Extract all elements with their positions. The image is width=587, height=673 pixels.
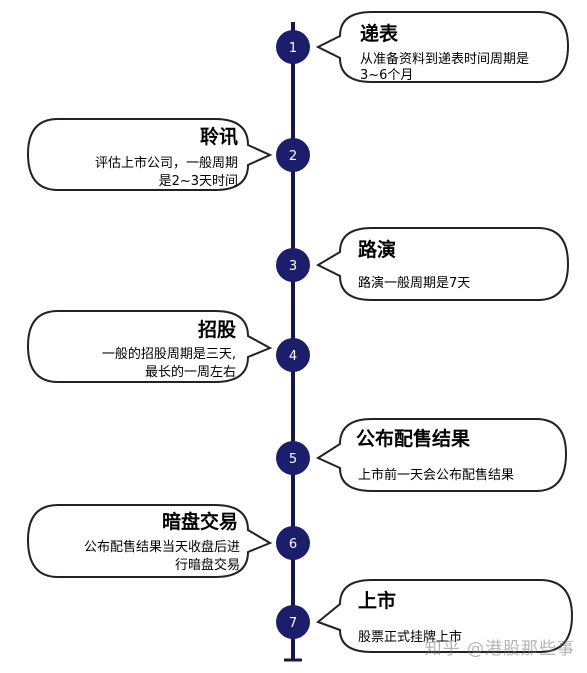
- timeline-step-3: 路演 路演一般周期是7天 3: [276, 227, 570, 301]
- callout-bubble-2: [26, 118, 273, 191]
- step-desc-1-line-1: 从准备资料到递表时间周期是: [360, 51, 529, 67]
- callout-bubble-1: [315, 11, 570, 83]
- callout-bubble-6: [26, 504, 273, 578]
- callout-bubble-5: [315, 418, 568, 492]
- step-desc-3-line-1: 路演一般周期是7天: [358, 275, 470, 291]
- timeline-step-2: 聆讯 评估上市公司，一般周期 是2~3天时间 2: [26, 118, 310, 191]
- step-desc-5-line-1: 上市前一天会公布配售结果: [358, 467, 514, 483]
- callout-bubble-4: [26, 310, 273, 383]
- step-title-6: 暗盘交易: [162, 510, 238, 533]
- step-number-2: 2: [289, 149, 297, 164]
- timeline-step-5: 公布配售结果 上市前一天会公布配售结果 5: [276, 418, 568, 492]
- step-desc-1-line-2: 3~6个月: [360, 68, 413, 83]
- step-title-3: 路演: [358, 238, 396, 261]
- timeline-step-7: 上市 股票正式挂牌上市 7: [276, 579, 574, 653]
- timeline-step-6: 暗盘交易 公布配售结果当天收盘后进 行暗盘交易 6: [26, 504, 310, 578]
- step-node-4: [276, 338, 310, 372]
- step-number-5: 5: [289, 452, 297, 467]
- timeline-step-4: 招股 一般的招股周期是三天, 最长的一周左右 4: [26, 310, 310, 383]
- step-desc-6-line-2: 行暗盘交易: [175, 557, 240, 573]
- step-number-7: 7: [289, 616, 297, 631]
- step-number-3: 3: [289, 259, 297, 274]
- step-number-4: 4: [289, 349, 297, 364]
- step-desc-4-line-1: 一般的招股周期是三天,: [102, 346, 236, 362]
- step-title-7: 上市: [358, 589, 396, 612]
- step-desc-2-line-1: 评估上市公司，一般周期: [95, 155, 238, 171]
- step-title-5: 公布配售结果: [356, 427, 470, 450]
- step-title-4: 招股: [198, 318, 236, 341]
- step-desc-2-line-2: 是2~3天时间: [159, 174, 238, 189]
- callout-bubble-3: [315, 227, 570, 301]
- step-desc-4-line-2: 最长的一周左右: [145, 364, 236, 380]
- callout-bubble-7: [316, 579, 574, 653]
- step-desc-6-line-1: 公布配售结果当天收盘后进: [84, 539, 240, 555]
- step-number-1: 1: [289, 41, 297, 56]
- watermark-text: 知乎 @港股那些事: [424, 639, 575, 659]
- step-node-3: [276, 248, 310, 282]
- step-node-7: [276, 605, 310, 639]
- step-node-1: [276, 30, 310, 64]
- step-title-2: 聆讯: [200, 125, 238, 148]
- timeline-step-1: 递表 从准备资料到递表时间周期是 3~6个月 1: [276, 11, 570, 83]
- step-node-5: [276, 441, 310, 475]
- step-number-6: 6: [289, 537, 297, 552]
- step-node-2: [276, 138, 310, 172]
- step-desc-7-line-1: 股票正式挂牌上市: [358, 629, 462, 645]
- step-title-1: 递表: [360, 22, 399, 45]
- step-node-6: [276, 526, 310, 560]
